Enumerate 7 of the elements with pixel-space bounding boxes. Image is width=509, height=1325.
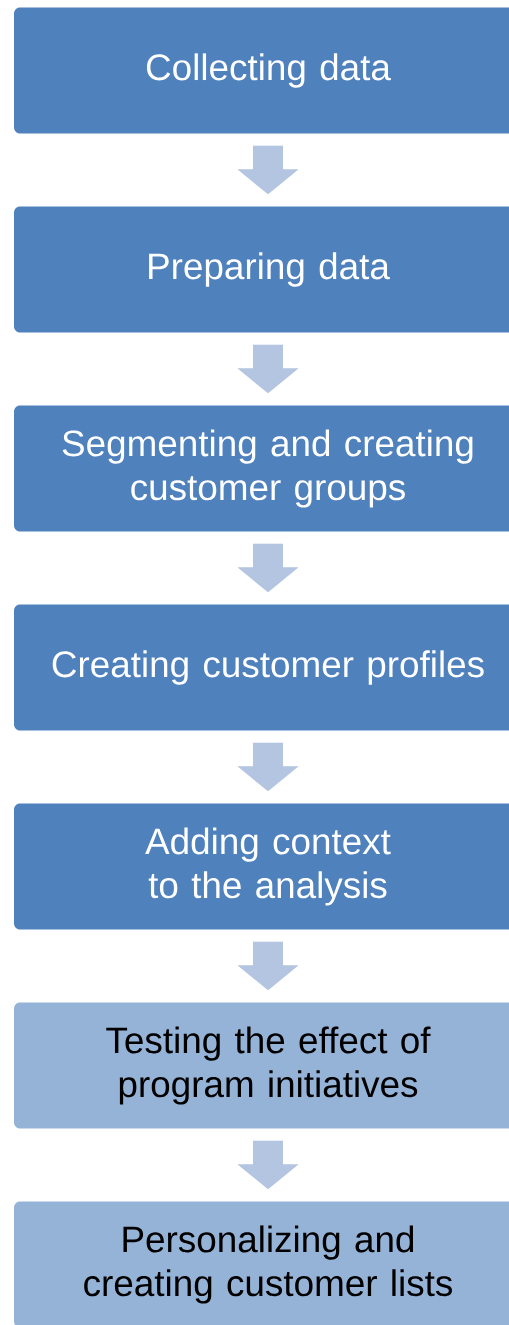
process-box: Segmenting and creating customer groups [14,405,509,532]
process-box: Collecting data [14,7,509,134]
process-box: Preparing data [14,206,509,333]
process-box: Adding context to the analysis [14,803,509,930]
process-box: Creating customer profiles [14,604,509,731]
process-box: Testing the effect of program initiatives [14,1002,509,1129]
process-box: Personalizing and creating customer lists [14,1201,509,1325]
